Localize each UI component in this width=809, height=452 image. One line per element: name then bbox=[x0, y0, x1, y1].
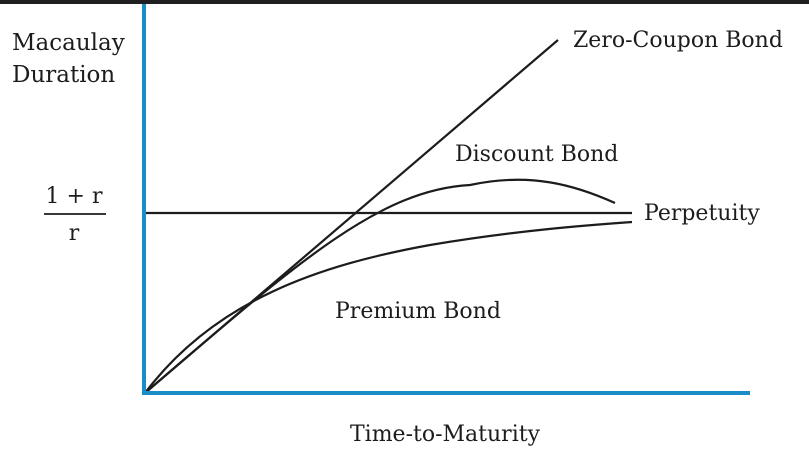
perpetuity-level-denominator: r bbox=[69, 221, 80, 246]
perpetuity-level-numerator: 1 + r bbox=[46, 184, 103, 209]
y-axis-label-line1: Macaulay bbox=[12, 30, 125, 56]
discount-bond-curve bbox=[144, 178, 616, 394]
top-border bbox=[0, 0, 809, 4]
premium-bond-label: Premium Bond bbox=[335, 299, 501, 324]
premium-bond-curve bbox=[144, 220, 633, 394]
discount-bond-label: Discount Bond bbox=[455, 142, 618, 167]
zero-coupon-bond-label: Zero-Coupon Bond bbox=[573, 28, 783, 53]
x-axis-label: Time-to-Maturity bbox=[350, 422, 541, 447]
y-axis-label-line2: Duration bbox=[12, 62, 115, 88]
perpetuity-label: Perpetuity bbox=[644, 201, 760, 226]
